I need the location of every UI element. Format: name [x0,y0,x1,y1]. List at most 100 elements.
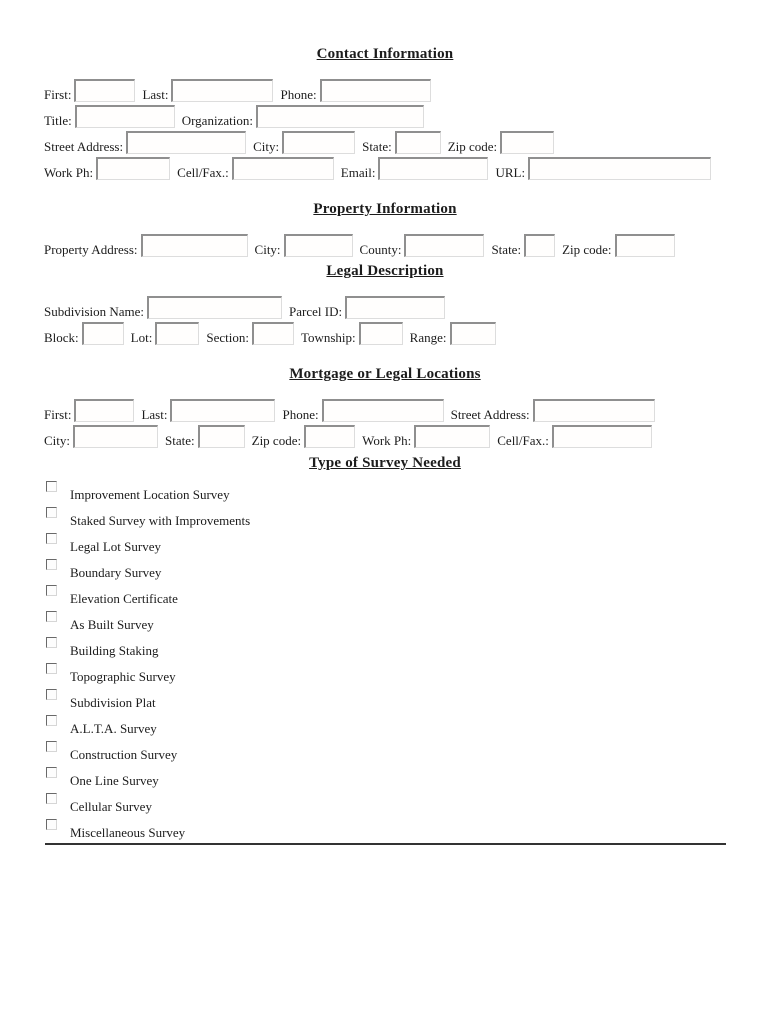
legal-parcel-id-input[interactable] [345,296,446,319]
contact-city-label: City: [253,139,280,154]
survey-item-label: Subdivision Plat [70,695,156,710]
legal-subdivision-name-input[interactable] [147,296,283,319]
contact-street-address-label: Street Address: [44,139,124,154]
checkbox-legal-lot-survey[interactable] [46,533,57,544]
legal-range-input[interactable] [449,322,496,345]
legal-block-input[interactable] [81,322,124,345]
survey-item-label: Construction Survey [70,747,178,762]
survey-item-one-line-survey: One Line Survey [44,763,770,789]
survey-item-legal-lot-survey: Legal Lot Survey [44,529,770,555]
contact-cell-fax-input[interactable] [231,157,334,180]
property-address-input[interactable] [140,234,248,257]
mortgage-last-label: Last: [141,407,168,422]
contact-street-address-input[interactable] [126,131,247,154]
mortgage-legal-locations-heading: Mortgage or Legal Locations [289,366,481,382]
checkbox-cellular-survey[interactable] [46,793,57,804]
property-state-label: State: [491,242,522,257]
contact-row-4: Work Ph: Cell/Fax.: Email: URL: [44,154,770,180]
property-state-input[interactable] [524,234,556,257]
mortgage-phone-input[interactable] [321,399,444,422]
checkbox-one-line-survey[interactable] [46,767,57,778]
legal-parcel-id-label: Parcel ID: [289,304,343,319]
mortgage-last-input[interactable] [170,399,276,422]
contact-url-label: URL: [495,165,526,180]
checkbox-miscellaneous-survey[interactable] [46,819,57,830]
contact-url-input[interactable] [528,157,712,180]
checkbox-subdivision-plat[interactable] [46,689,57,700]
mortgage-state-input[interactable] [197,425,245,448]
legal-section-input[interactable] [251,322,294,345]
contact-last-label: Last: [142,87,169,102]
legal-subdivision-name-label: Subdivision Name: [44,304,145,319]
contact-state-input[interactable] [394,131,441,154]
contact-phone-input[interactable] [319,79,431,102]
property-city-label: City: [254,242,281,257]
legal-row-2: Block: Lot: Section: Township: Range: [44,319,770,345]
mortgage-state-label: State: [165,433,195,448]
type-of-survey-needed-heading: Type of Survey Needed [309,455,461,471]
contact-email-input[interactable] [378,157,489,180]
survey-item-improvement-location-survey: Improvement Location Survey [44,477,770,503]
checkbox-topographic-survey[interactable] [46,663,57,674]
survey-item-miscellaneous-survey: Miscellaneous Survey [44,815,770,841]
contact-last-input[interactable] [171,79,274,102]
legal-range-label: Range: [409,330,447,345]
contact-zip-input[interactable] [500,131,555,154]
contact-zip-label: Zip code: [447,139,498,154]
checkbox-as-built-survey[interactable] [46,611,57,622]
contact-first-label: First: [44,87,72,102]
survey-item-building-staking: Building Staking [44,633,770,659]
mortgage-zip-input[interactable] [304,425,356,448]
survey-item-topographic-survey: Topographic Survey [44,659,770,685]
contact-work-ph-label: Work Ph: [44,165,94,180]
legal-township-input[interactable] [358,322,403,345]
mortgage-work-ph-input[interactable] [414,425,491,448]
contact-city-input[interactable] [282,131,356,154]
contact-phone-label: Phone: [280,87,317,102]
checkbox-construction-survey[interactable] [46,741,57,752]
legal-township-label: Township: [300,330,356,345]
legal-description-heading: Legal Description [326,263,444,279]
property-city-input[interactable] [283,234,353,257]
checkbox-staked-survey-with-improvements[interactable] [46,507,57,518]
property-zip-input[interactable] [614,234,675,257]
contact-organization-input[interactable] [255,105,424,128]
legal-lot-label: Lot: [130,330,153,345]
survey-item-construction-survey: Construction Survey [44,737,770,763]
contact-title-input[interactable] [74,105,175,128]
contact-title-label: Title: [44,113,72,128]
property-row-1: Property Address: City: County: State: Z… [44,231,770,257]
mortgage-cell-fax-input[interactable] [551,425,652,448]
property-address-label: Property Address: [44,242,138,257]
checkbox-a-l-t-a-survey[interactable] [46,715,57,726]
checkbox-improvement-location-survey[interactable] [46,481,57,492]
mortgage-street-address-label: Street Address: [450,407,530,422]
mortgage-street-address-input[interactable] [532,399,655,422]
contact-work-ph-input[interactable] [96,157,171,180]
contact-first-input[interactable] [74,79,136,102]
survey-item-label: One Line Survey [70,773,159,788]
property-zip-label: Zip code: [562,242,612,257]
checkbox-building-staking[interactable] [46,637,57,648]
survey-item-label: Topographic Survey [70,669,176,684]
mortgage-first-input[interactable] [74,399,135,422]
checkbox-boundary-survey[interactable] [46,559,57,570]
contact-information-heading: Contact Information [316,46,454,62]
survey-item-as-built-survey: As Built Survey [44,607,770,633]
checkbox-elevation-certificate[interactable] [46,585,57,596]
property-county-input[interactable] [404,234,485,257]
survey-item-boundary-survey: Boundary Survey [44,555,770,581]
contact-row-2: Title: Organization: [44,102,770,128]
property-county-label: County: [359,242,402,257]
legal-lot-input[interactable] [155,322,200,345]
legal-row-1: Subdivision Name: Parcel ID: [44,293,770,319]
survey-item-elevation-certificate: Elevation Certificate [44,581,770,607]
survey-item-cellular-survey: Cellular Survey [44,789,770,815]
mortgage-city-input[interactable] [73,425,159,448]
survey-item-label: Boundary Survey [70,565,162,580]
survey-item-label: Elevation Certificate [70,591,178,606]
survey-item-label: Building Staking [70,643,159,658]
mortgage-cell-fax-label: Cell/Fax.: [497,433,549,448]
